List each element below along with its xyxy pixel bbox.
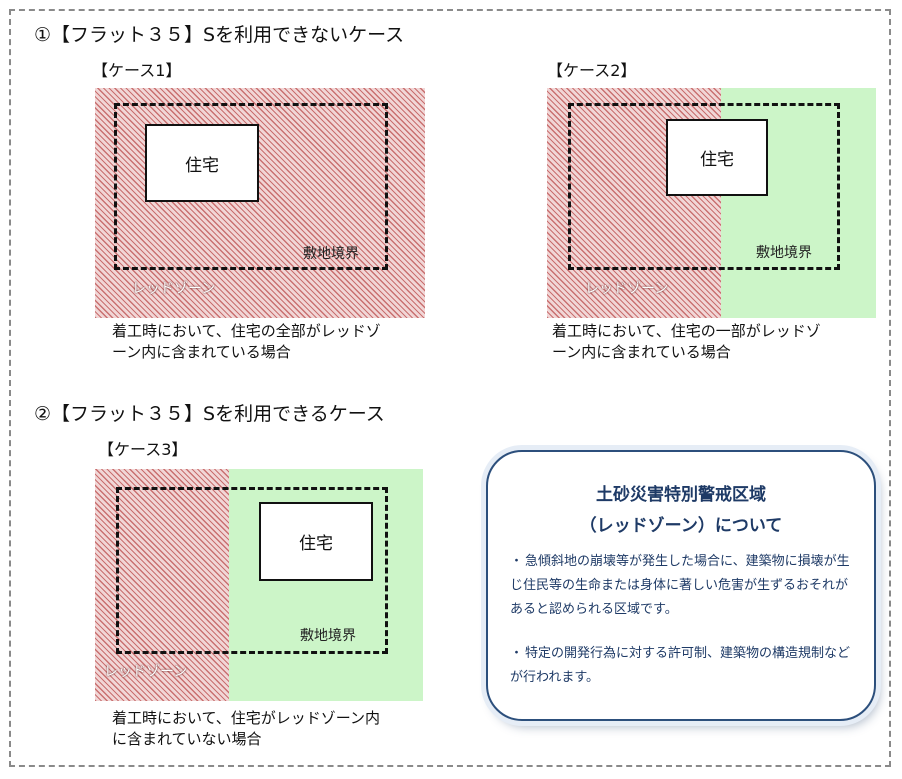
case2-boundary-label: 敷地境界: [756, 245, 812, 261]
case2-label: 【ケース2】: [547, 61, 637, 80]
case2-zone-label: レッドゾーン: [585, 281, 669, 297]
info-box-bullet-1: ・: [510, 554, 524, 569]
info-box-bullet-2: ・: [510, 646, 524, 661]
case3-caption-line1: 着工時において、住宅がレッドゾーン内: [112, 709, 381, 727]
case3-boundary-label: 敷地境界: [300, 628, 356, 644]
case3-house: 住宅: [259, 502, 373, 581]
info-box-title-line2: （レッドゾーン）について: [579, 516, 783, 536]
section2-heading: ②【フラット３５】Sを利用できるケース: [34, 403, 385, 425]
case3-site-boundary: [116, 487, 388, 654]
case2-caption-line2: ーン内に含まれている場合: [552, 343, 731, 361]
case2-house: 住宅: [666, 119, 768, 196]
section1-heading: ①【フラット３５】Sを利用できないケース: [34, 24, 405, 46]
case1-house: 住宅: [145, 124, 259, 202]
case1-caption-line2: ーン内に含まれている場合: [112, 343, 291, 361]
case3-label: 【ケース3】: [98, 440, 188, 459]
case3-caption-line2: に含まれていない場合: [112, 730, 262, 748]
info-box-title-line1: 土砂災害特別警戒区域: [596, 485, 766, 505]
case1-boundary-label: 敷地境界: [303, 246, 359, 262]
case2-site-boundary: [568, 103, 840, 270]
case3-zone-label: レッドゾーン: [104, 664, 188, 680]
red-zone-info-box: 土砂災害特別警戒区域 （レッドゾーン）について ・急傾斜地の崩壊等が発生した場合…: [486, 450, 876, 721]
case3-caption: 着工時において、住宅がレッドゾーン内 に含まれていない場合: [112, 708, 432, 750]
info-box-item-2-text: 特定の開発行為に対する許可制、建築物の構造規制などが行われます。: [510, 646, 851, 685]
outer-dashed-frame: [9, 9, 891, 767]
info-box-item-2: ・特定の開発行為に対する許可制、建築物の構造規制などが行われます。: [510, 642, 860, 690]
info-box-item-1: ・急傾斜地の崩壊等が発生した場合に、建築物に損壊が生じ住民等の生命または身体に著…: [510, 550, 860, 622]
case1-label: 【ケース1】: [92, 61, 182, 80]
case2-caption: 着工時において、住宅の一部がレッドゾ ーン内に含まれている場合: [552, 321, 872, 363]
case1-site-boundary: [114, 103, 388, 270]
info-box-item-1-text: 急傾斜地の崩壊等が発生した場合に、建築物に損壊が生じ住民等の生命または身体に著し…: [510, 554, 850, 617]
case2-caption-line1: 着工時において、住宅の一部がレッドゾ: [552, 322, 821, 340]
case1-zone-label: レッドゾーン: [132, 281, 216, 297]
case1-caption: 着工時において、住宅の全部がレッドゾ ーン内に含まれている場合: [112, 321, 432, 363]
case1-caption-line1: 着工時において、住宅の全部がレッドゾ: [112, 322, 381, 340]
